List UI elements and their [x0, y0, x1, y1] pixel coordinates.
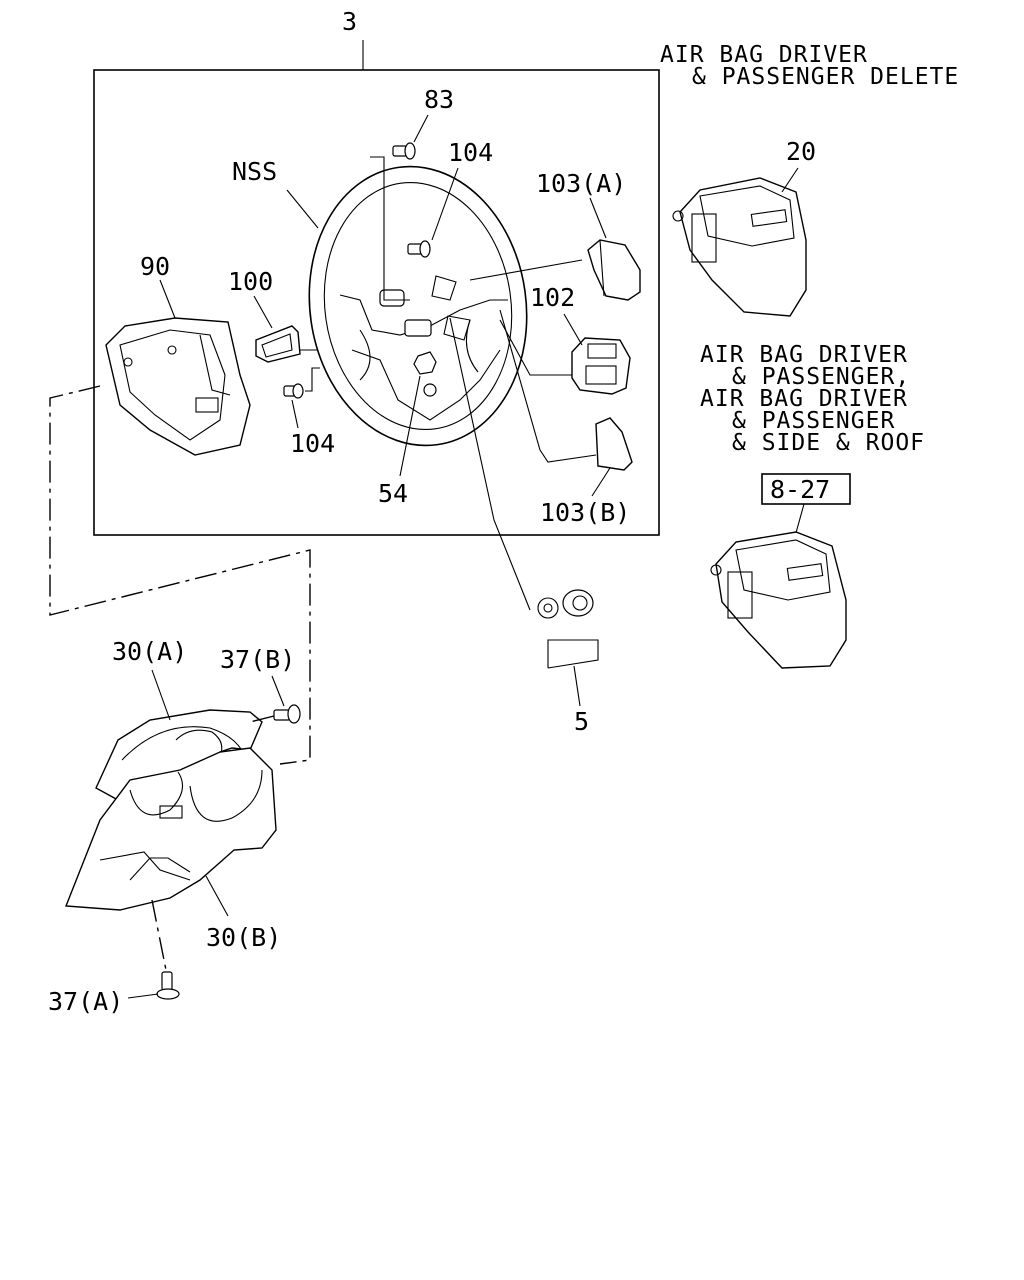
- label-nss: NSS: [232, 157, 277, 186]
- svg-text:AIR BAG DRIVER: AIR BAG DRIVER: [660, 42, 868, 68]
- screw-83: [392, 142, 416, 160]
- svg-text:AIR BAG DRIVER: AIR BAG DRIVER: [700, 342, 908, 368]
- assembly-frame: [93, 69, 660, 536]
- label-37b: 37(B): [220, 645, 295, 674]
- airbag-pad-ref: [710, 531, 847, 669]
- cover-103a: [587, 239, 641, 301]
- svg-text:& SIDE & ROOF: & SIDE & ROOF: [732, 430, 925, 456]
- label-20: 20: [786, 137, 816, 166]
- label-104-upper: 104: [448, 138, 493, 167]
- svg-text:& PASSENGER DELETE: & PASSENGER DELETE: [692, 64, 959, 90]
- label-90: 90: [140, 252, 170, 281]
- screw-37b: [273, 704, 301, 724]
- svg-text:AIR BAG DRIVER: AIR BAG DRIVER: [700, 386, 908, 412]
- label-83: 83: [424, 85, 454, 114]
- bolt-104-lower: [283, 383, 304, 399]
- svg-text:8-27: 8-27: [770, 475, 830, 504]
- label-102: 102: [530, 283, 575, 312]
- column-cover-30b: [64, 747, 277, 911]
- label-104-lower: 104: [290, 429, 335, 458]
- ref-box-8-27[interactable]: 8-27: [761, 473, 851, 505]
- svg-text:& PASSENGER,: & PASSENGER,: [732, 364, 910, 390]
- screw-37a: [156, 971, 180, 1000]
- bracket-100: [255, 325, 301, 363]
- note-airbag-delete: AIR BAG DRIVER & PASSENGER DELETE: [660, 42, 959, 90]
- cover-103b: [595, 417, 633, 471]
- switch-102: [571, 337, 631, 395]
- label-103b: 103(B): [540, 498, 630, 527]
- label-30a: 30(A): [112, 637, 187, 666]
- note-airbag-driver: AIR BAG DRIVER & PASSENGER, AIR BAG DRIV…: [700, 342, 925, 456]
- airbag-pad-20: [672, 177, 807, 317]
- label-37a: 37(A): [48, 987, 123, 1016]
- label-assembly-3: 3: [342, 7, 357, 36]
- label-54: 54: [378, 479, 408, 508]
- cover-90: [105, 317, 251, 456]
- steering-wheel: [308, 165, 528, 447]
- bolt-104-upper: [407, 240, 431, 258]
- label-5: 5: [574, 707, 589, 736]
- label-103a: 103(A): [536, 169, 626, 198]
- svg-text:& PASSENGER: & PASSENGER: [732, 408, 895, 434]
- label-30b: 30(B): [206, 923, 281, 952]
- washer-5: [537, 589, 594, 619]
- nut-54: [413, 351, 437, 375]
- label-100: 100: [228, 267, 273, 296]
